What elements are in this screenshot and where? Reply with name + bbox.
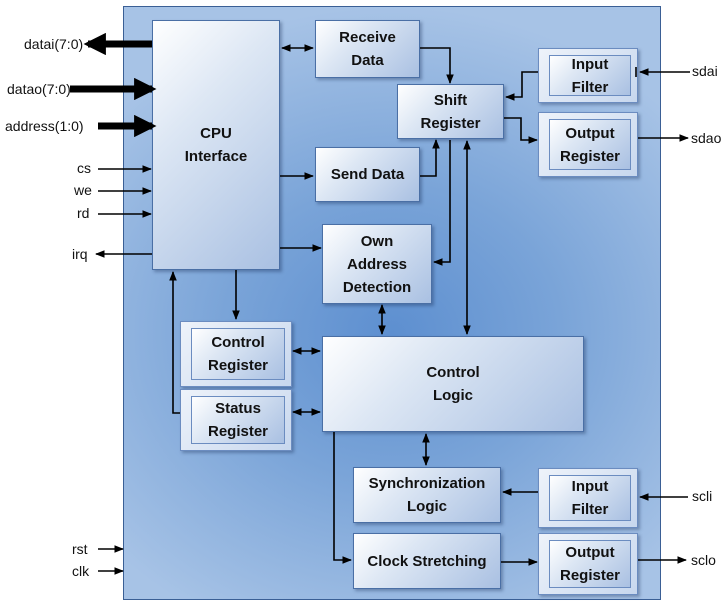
datai-label: datai(7:0) — [24, 36, 84, 52]
shift-register-label: Shift Register — [420, 91, 481, 132]
status-to-cpu-link — [169, 271, 180, 414]
sclo-label: sclo — [691, 552, 716, 568]
synchronization-logic-block: Synchronization Logic — [353, 467, 501, 523]
input-filter-to-shift-link — [505, 71, 538, 101]
send-to-shift-link — [420, 139, 440, 177]
clk-label: clk — [72, 563, 90, 579]
send-data-label: Send Data — [330, 166, 405, 183]
output-register-top-label: Output Register — [559, 124, 621, 165]
we-label: we — [74, 182, 92, 198]
cs-label: cs — [77, 160, 91, 176]
output-register-top-block: Output Register — [549, 119, 631, 170]
own-address-detection-block: Own Address Detection — [322, 224, 432, 304]
datao-label: datao(7:0) — [7, 81, 71, 97]
clock-stretching-label: Clock Stretching — [367, 552, 487, 570]
status-register-label: Status Register — [207, 400, 269, 440]
sdao-label: sdao — [691, 130, 722, 146]
control-register-frame: Control Register — [180, 321, 292, 387]
control-register-block: Control Register — [191, 328, 285, 380]
receive-data-label: Receive Data — [339, 29, 396, 69]
control-logic-block: Control Logic — [322, 336, 584, 432]
input-filter-top-label: Input Filter — [571, 55, 609, 96]
synchronization-logic-label: Synchronization Logic — [368, 475, 486, 515]
scli-label: scli — [692, 488, 713, 504]
input-filter-top-block: Input Filter — [549, 55, 631, 96]
input-filter-bottom-label: Input Filter — [571, 478, 609, 518]
rd-label: rd — [77, 205, 90, 221]
irq-label: irq — [72, 246, 88, 262]
sdai-label: sdai — [692, 63, 718, 79]
control-to-stretch-link — [333, 432, 352, 564]
status-register-block: Status Register — [191, 396, 285, 444]
rst-label: rst — [72, 541, 88, 557]
address-label: address(1:0) — [5, 118, 84, 134]
receive-data-block: Receive Data — [315, 20, 420, 78]
control-logic-label: Control Logic — [426, 364, 480, 404]
clock-stretching-block: Clock Stretching — [353, 533, 501, 589]
shift-to-address-link — [433, 140, 451, 266]
shift-register-block: Shift Register — [397, 84, 504, 139]
shift-to-output-link — [504, 117, 538, 144]
output-register-bottom-block: Output Register — [549, 540, 631, 588]
output-register-top-frame: Output Register — [538, 112, 638, 177]
input-filter-top-frame: Input Filter — [538, 48, 638, 103]
output-register-bottom-frame: Output Register — [538, 533, 638, 595]
control-register-label: Control Register — [207, 334, 269, 374]
own-address-detection-label: Own Address Detection — [342, 232, 412, 296]
input-filter-bottom-frame: Input Filter — [538, 468, 638, 528]
output-register-bottom-label: Output Register — [559, 544, 621, 584]
input-filter-bottom-block: Input Filter — [549, 475, 631, 521]
receive-to-shift-link — [420, 47, 454, 84]
cpu-interface-block: CPU Interface — [152, 20, 280, 270]
status-register-frame: Status Register — [180, 389, 292, 451]
cpu-interface-label: CPU Interface — [184, 125, 248, 165]
send-data-block: Send Data — [315, 147, 420, 202]
